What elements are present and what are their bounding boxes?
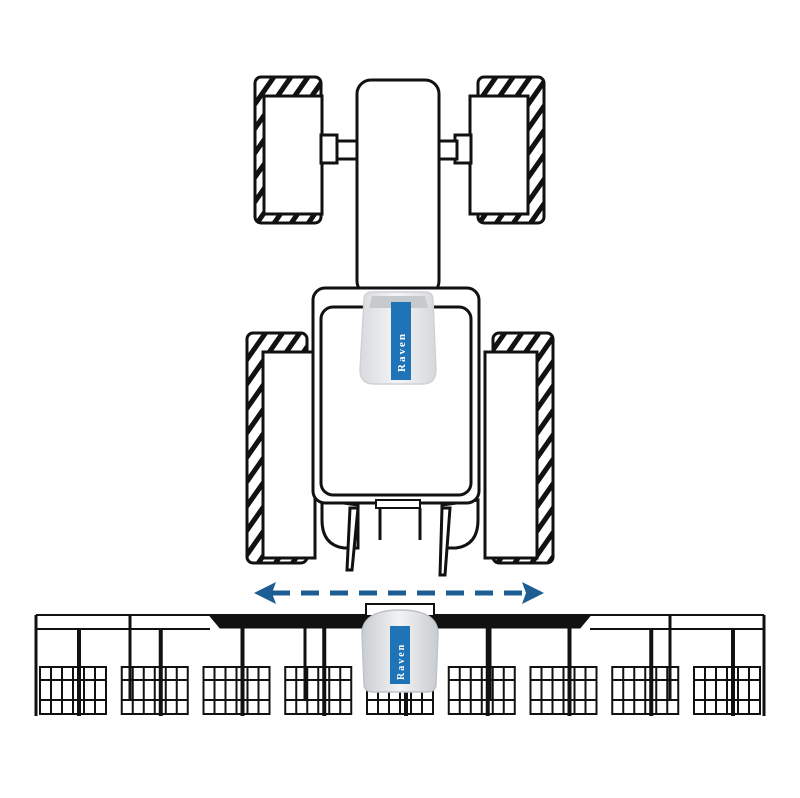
rear-left-tire — [245, 331, 317, 565]
front-left-hub — [319, 133, 359, 165]
row-unit — [202, 628, 271, 716]
arrow-right-head — [522, 582, 544, 604]
row-unit — [120, 628, 189, 716]
front-left-tire — [253, 75, 324, 225]
front-right-hub — [435, 133, 473, 165]
implement-receiver-brand: Raven — [396, 643, 407, 680]
three-point-hitch — [345, 506, 452, 577]
row-unit — [39, 628, 107, 716]
tractor-hood — [355, 78, 441, 297]
implement-receiver-logo-panel — [390, 626, 410, 684]
lateral-offset-arrow — [254, 582, 544, 604]
row-unit — [611, 628, 680, 716]
row-unit — [529, 628, 598, 716]
arrow-left-head — [254, 582, 276, 604]
row-unit — [284, 628, 353, 716]
front-right-tire — [468, 75, 546, 225]
row-unit — [447, 628, 516, 716]
row-unit — [693, 628, 761, 716]
implement-gps-receiver: Raven — [361, 609, 439, 693]
cab-receiver-logo-panel — [391, 302, 411, 380]
cab-gps-receiver: Raven — [359, 291, 437, 385]
rear-right-tire — [483, 331, 555, 565]
cab-receiver-brand: Raven — [396, 332, 408, 372]
